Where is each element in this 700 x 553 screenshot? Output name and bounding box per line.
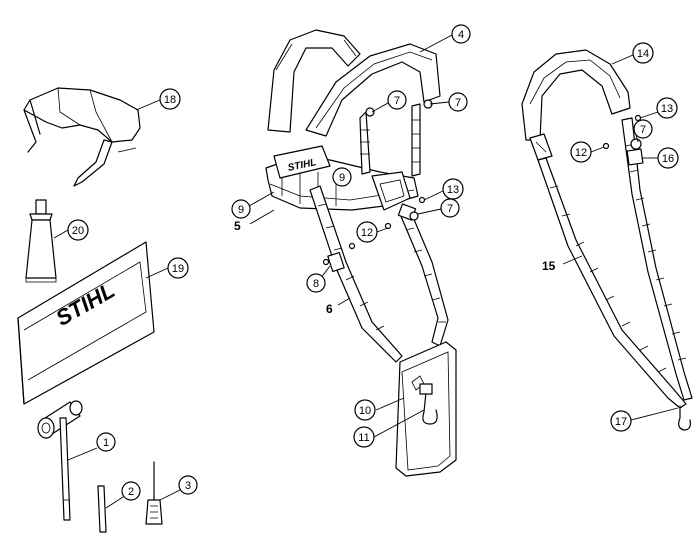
label-5: 5 — [234, 219, 241, 233]
callout-label: 9 — [238, 204, 244, 216]
label-15: 15 — [542, 259, 556, 273]
callout-12b: 12 — [570, 141, 592, 163]
callout-label: 18 — [164, 94, 176, 106]
callout-label: 17 — [615, 416, 627, 428]
callout-label: 1 — [103, 437, 109, 449]
callout-label: 12 — [575, 147, 587, 159]
callout-label: 3 — [185, 480, 191, 492]
callout-13a: 13 — [442, 178, 464, 200]
shoulder-strap-drawing — [521, 49, 693, 431]
callout-label: 13 — [447, 184, 459, 196]
callout-7d: 7 — [633, 119, 653, 139]
drift-pin-drawing — [97, 485, 107, 533]
grease-tube-drawing — [25, 199, 57, 283]
callout-1: 1 — [96, 432, 116, 452]
callout-10: 10 — [354, 399, 376, 421]
combination-wrench-drawing — [37, 400, 83, 521]
callout-label: 7 — [394, 95, 400, 107]
callout-label: 7 — [455, 97, 461, 109]
callout-7a: 7 — [387, 90, 407, 110]
callout-13b: 13 — [656, 97, 678, 119]
callout-19: 19 — [167, 257, 189, 279]
callout-label: 14 — [637, 48, 649, 60]
callout-label: 10 — [359, 405, 371, 417]
callout-11: 11 — [353, 426, 375, 448]
callout-2: 2 — [121, 481, 141, 501]
callout-label: 13 — [661, 103, 673, 115]
callout-16: 16 — [657, 147, 679, 169]
callout-7c: 7 — [440, 198, 460, 218]
callout-17: 17 — [610, 410, 632, 432]
callout-9b: 9 — [231, 199, 251, 219]
callout-label: 16 — [662, 153, 674, 165]
callout-7b: 7 — [448, 92, 468, 112]
callout-label: 11 — [358, 432, 369, 444]
callout-3: 3 — [178, 475, 198, 495]
full-harness-drawing: STIHL — [265, 29, 457, 477]
callout-12a: 12 — [356, 221, 378, 243]
callout-label: 9 — [339, 172, 345, 184]
callout-9a: 9 — [332, 167, 352, 187]
callout-4: 4 — [451, 24, 471, 44]
callout-label: 12 — [361, 227, 373, 239]
callout-8: 8 — [306, 273, 326, 293]
leader-lines — [53, 34, 679, 509]
callout-label: 8 — [313, 278, 319, 290]
label-6: 6 — [326, 302, 333, 316]
callout-18: 18 — [159, 88, 181, 110]
callout-label: 7 — [640, 124, 646, 136]
callout-label: 20 — [72, 225, 84, 237]
safety-glasses-drawing — [23, 87, 141, 187]
callout-label: 7 — [447, 203, 453, 215]
screwdriver-drawing — [145, 461, 163, 525]
callout-label: 19 — [172, 263, 184, 275]
callout-label: 4 — [458, 29, 464, 41]
callout-14: 14 — [632, 42, 654, 64]
callout-label: 2 — [128, 486, 134, 498]
callout-20: 20 — [67, 219, 89, 241]
